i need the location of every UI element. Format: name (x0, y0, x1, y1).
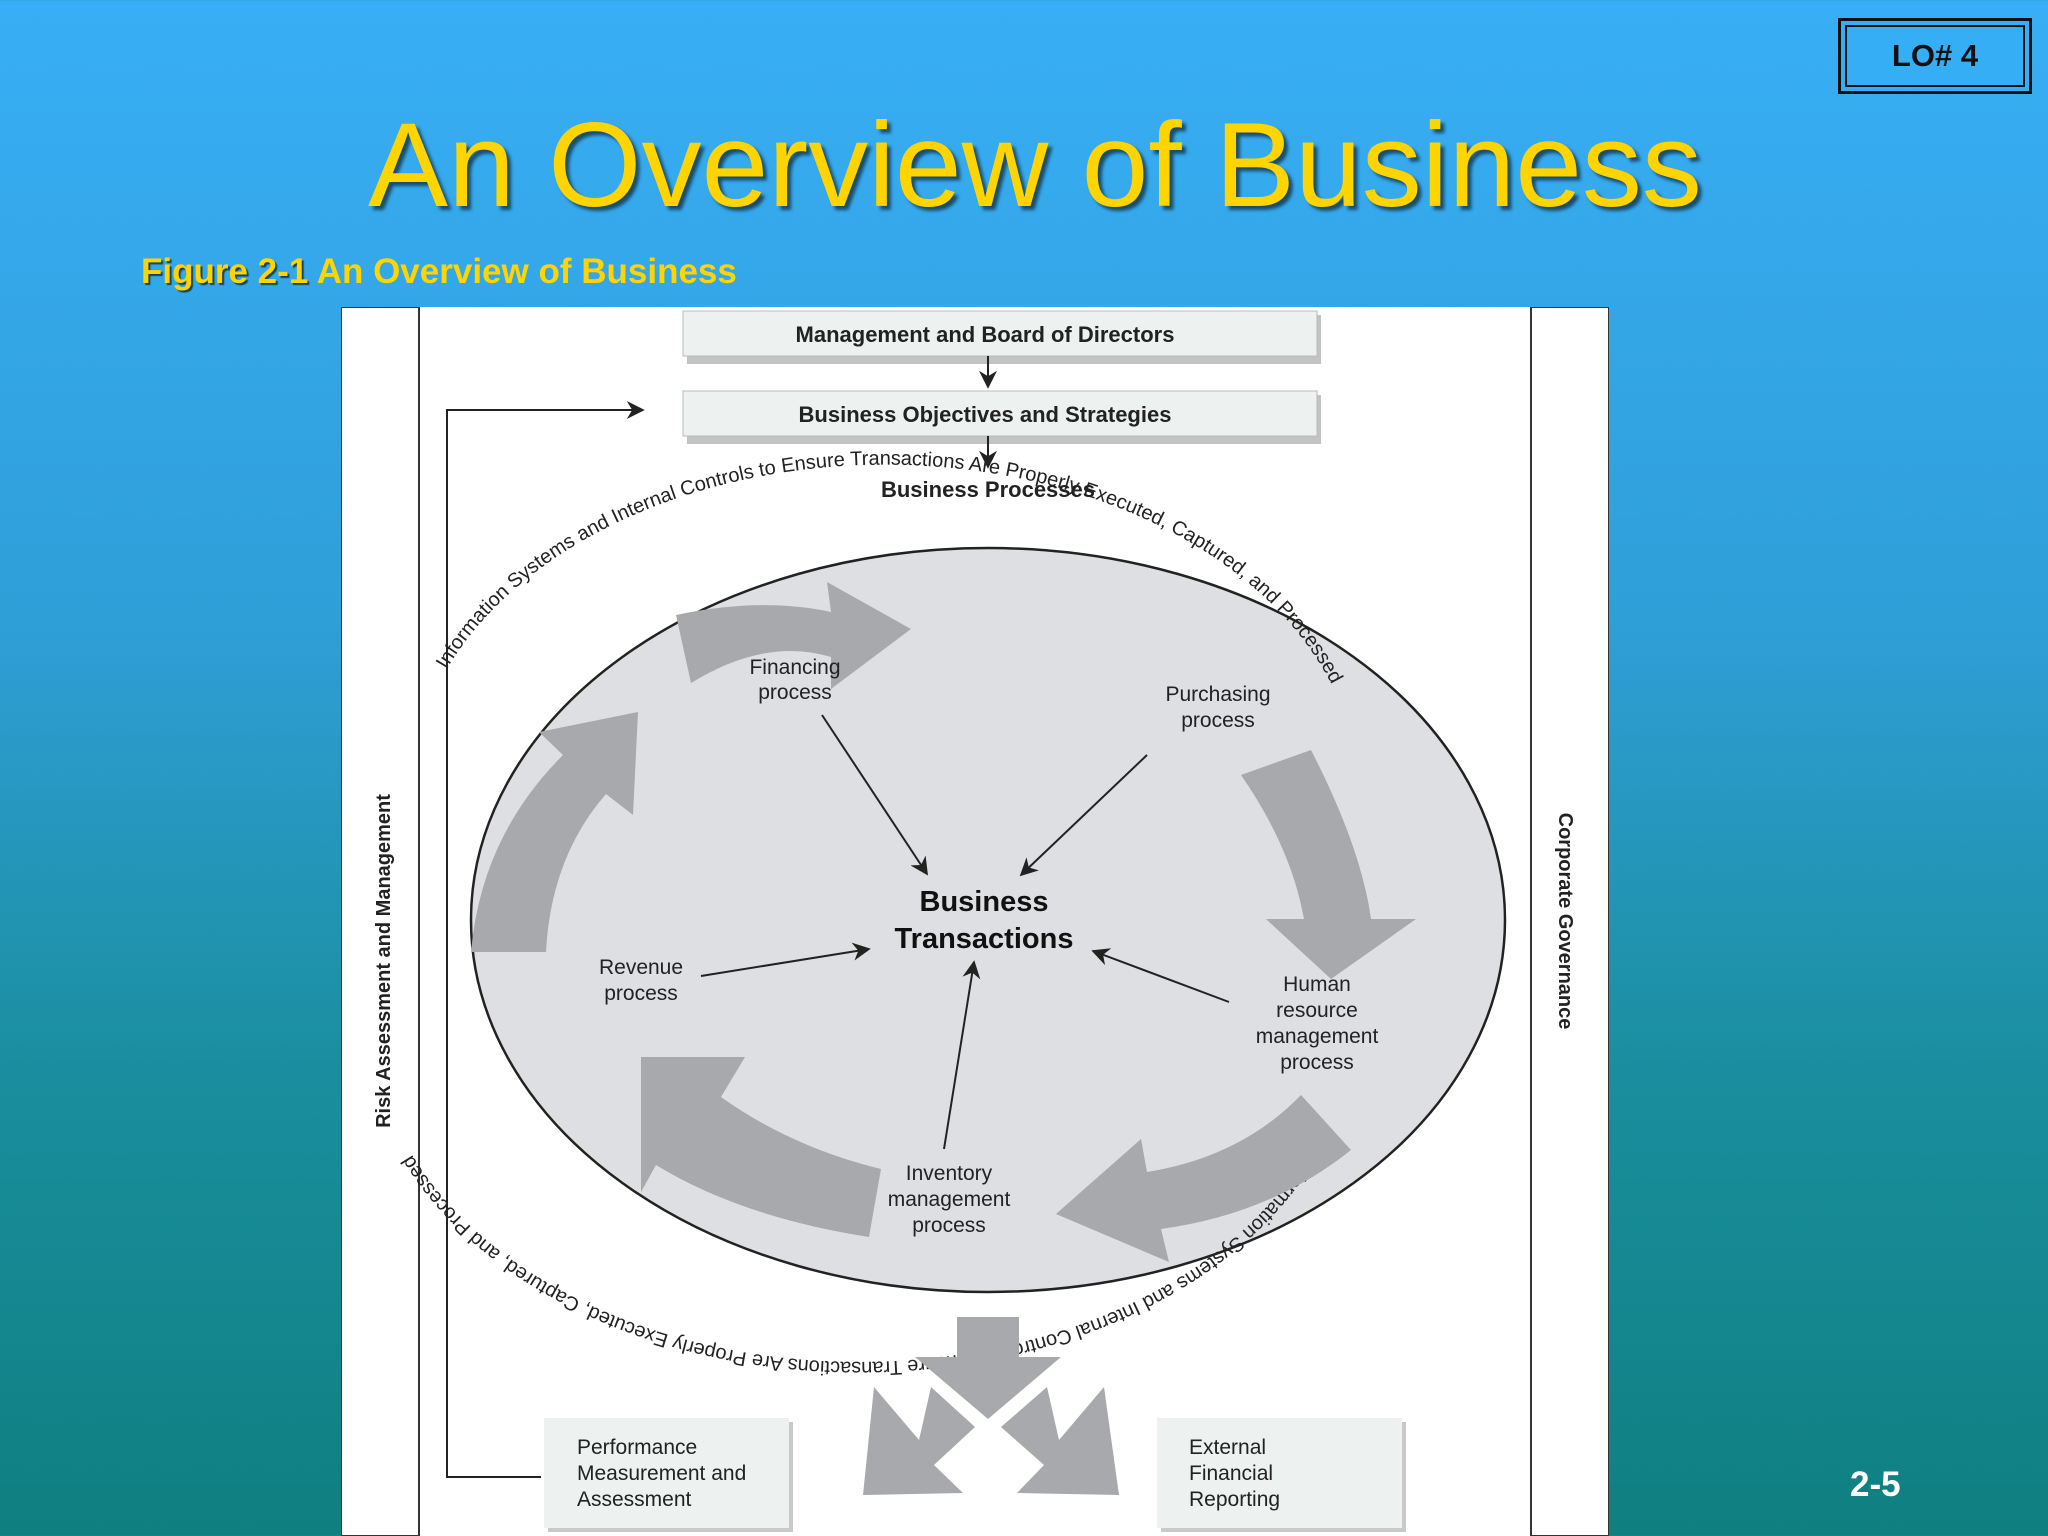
hr-label-2: resource (1276, 999, 1358, 1022)
hr-label-4: process (1280, 1051, 1354, 1074)
financing-label-1: Financing (749, 656, 840, 679)
revenue-label-1: Revenue (599, 956, 683, 979)
arrow-inventory (943, 960, 981, 1150)
output-arrow-right (1001, 1387, 1119, 1495)
feedback-arrow (446, 401, 645, 1478)
objectives-box (682, 390, 1318, 437)
figure-number: Figure 2-1 (141, 252, 309, 291)
purchasing-label-1: Purchasing (1165, 683, 1270, 706)
arrow-hr (1091, 948, 1230, 1003)
hr-label-1: Human (1283, 973, 1351, 996)
financing-label-2: process (758, 681, 832, 704)
arrow-purchasing (1019, 754, 1148, 877)
inventory-label-2: management (888, 1188, 1011, 1211)
output-arrow-left (863, 1387, 975, 1495)
lo-label: LO# 4 (1891, 38, 1979, 73)
ext-box (1157, 1418, 1402, 1528)
cycle-arrow-bottom-left (641, 1057, 881, 1237)
arrow-revenue (700, 942, 871, 977)
center-label-2: Transactions (895, 923, 1074, 955)
risk-label: Risk Assessment and Management (373, 794, 395, 1128)
diagram-canvas: Risk Assessment and Management Corporate… (341, 307, 1609, 1536)
purchasing-label-2: process (1181, 709, 1255, 732)
governance-label: Corporate Governance (1554, 813, 1576, 1030)
cycle-arrow-top (676, 582, 911, 689)
cycle-arrows (471, 582, 1416, 1262)
perf-label-2: Measurement and (577, 1462, 746, 1485)
perf-box (544, 1418, 789, 1528)
lo-badge: LO# 4 (1838, 18, 2032, 94)
business-processes-label: Business Processes (881, 477, 1095, 502)
right-side-bar (1530, 307, 1609, 1536)
cycle-arrow-bottom-right (1056, 1095, 1351, 1262)
arrow-financing (821, 714, 928, 876)
figure-caption: Figure 2-1 An Overview of Business (141, 252, 737, 292)
hr-label-3: management (1256, 1025, 1379, 1048)
revenue-label-2: process (604, 982, 678, 1005)
ext-label-3: Reporting (1189, 1488, 1280, 1511)
slide-title: An Overview of Business (368, 98, 1702, 232)
figure-caption-text: An Overview of Business (316, 252, 737, 291)
left-side-bar (341, 307, 420, 1536)
ext-label-1: External (1189, 1436, 1266, 1459)
inventory-label-1: Inventory (906, 1162, 993, 1185)
management-box (682, 310, 1318, 357)
output-arrows (863, 1317, 1119, 1495)
center-label-1: Business (920, 886, 1049, 918)
cycle-arrow-left (471, 712, 638, 952)
objectives-label: Business Objectives and Strategies (799, 402, 1172, 427)
ext-label-2: Financial (1189, 1462, 1273, 1485)
inventory-label-3: process (912, 1214, 986, 1237)
output-arrow-down (915, 1317, 1061, 1419)
business-overview-diagram: Risk Assessment and Management Corporate… (341, 307, 1609, 1536)
perf-label-1: Performance (577, 1436, 697, 1459)
cycle-arrow-right (1241, 750, 1416, 979)
perf-label-3: Assessment (577, 1488, 692, 1511)
page-number: 2-5 (1850, 1465, 1901, 1504)
management-label: Management and Board of Directors (796, 322, 1175, 347)
